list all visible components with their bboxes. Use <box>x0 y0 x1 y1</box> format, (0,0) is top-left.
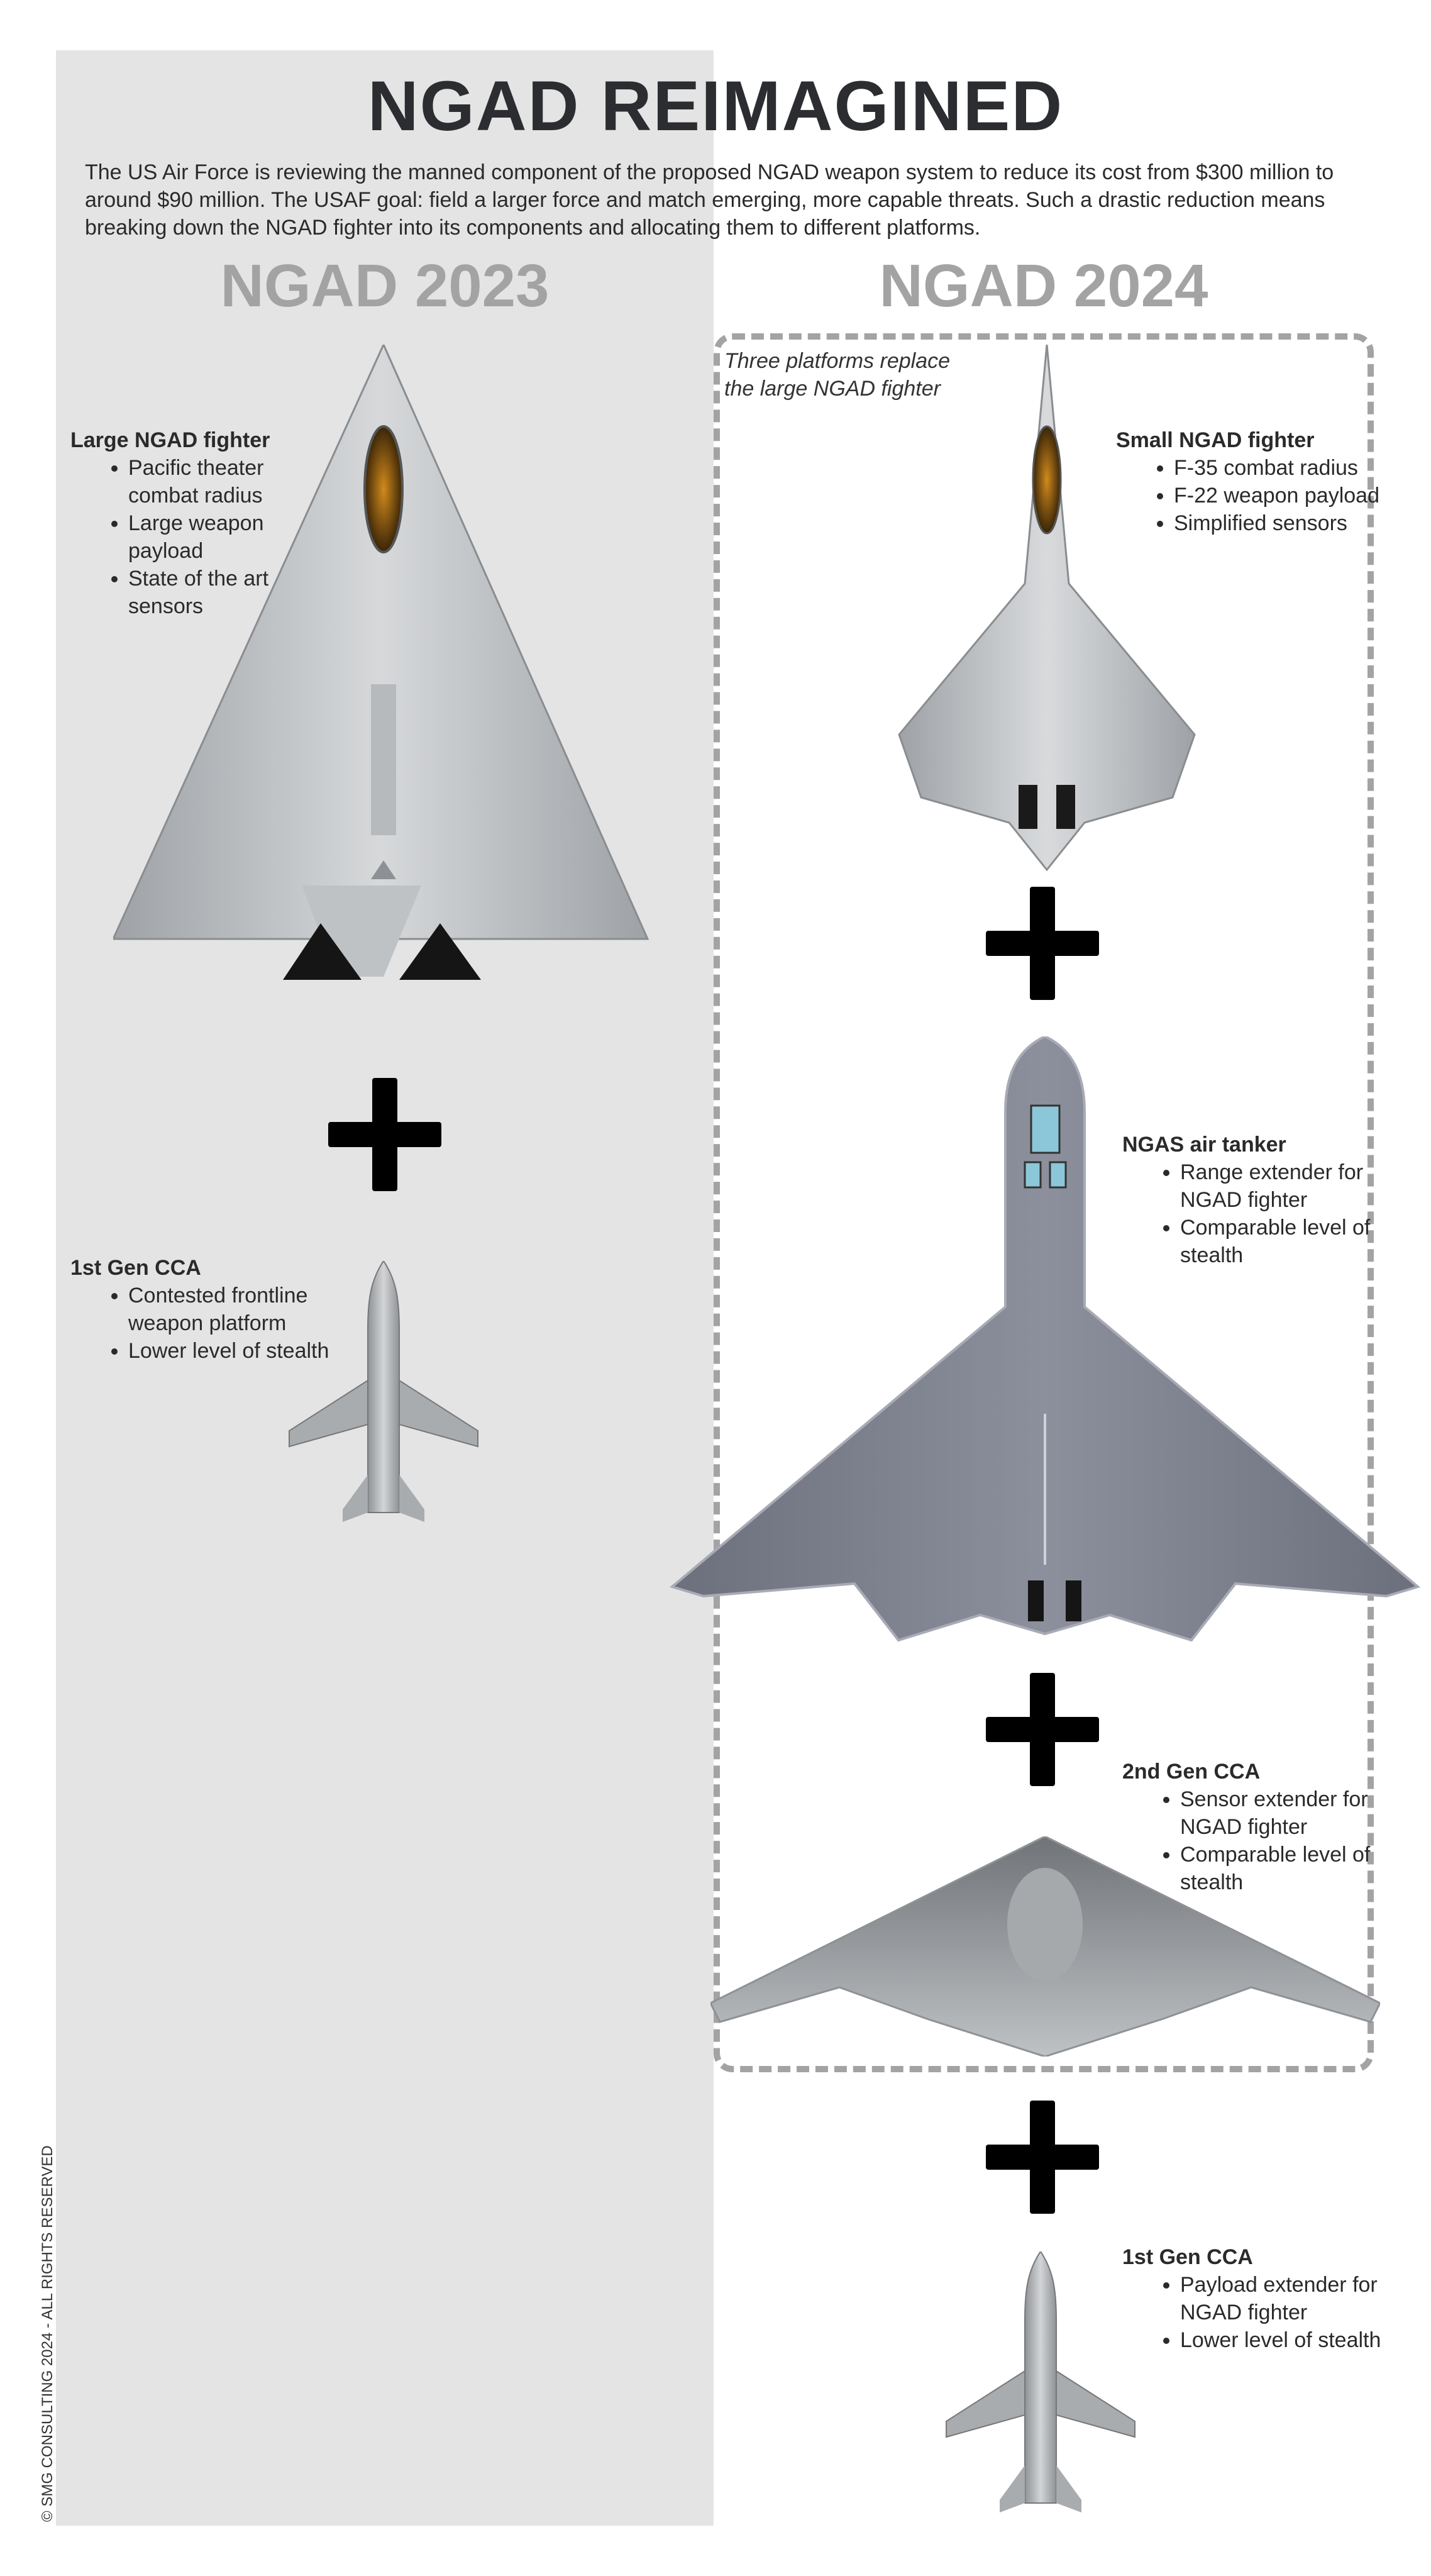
ngas-air-tanker-image <box>670 1036 1421 1642</box>
column-heading-2024: NGAD 2024 <box>879 252 1208 319</box>
spec-bullet-list: Pacific theater combat radius Large weap… <box>70 454 322 620</box>
spec-bullet: Contested frontline weapon platform <box>128 1282 372 1337</box>
spec-bullet: Lower level of stealth <box>128 1337 372 1365</box>
1st-gen-cca-2024-image <box>946 2251 1135 2512</box>
spec-bullet: Sensor extender for NGAD fighter <box>1180 1785 1386 1841</box>
spec-bullet-list: Sensor extender for NGAD fighter Compara… <box>1122 1785 1386 1896</box>
spec-bullet: Comparable level of stealth <box>1180 1214 1386 1269</box>
spec-bullet: Comparable level of stealth <box>1180 1841 1386 1896</box>
spec-heading: Small NGAD fighter <box>1116 428 1315 452</box>
spec-1st-gen-cca-2023: 1st Gen CCA Contested frontline weapon p… <box>70 1254 372 1365</box>
page-title: NGAD REIMAGINED <box>367 67 1064 145</box>
spec-bullet: Lower level of stealth <box>1180 2326 1386 2354</box>
large-ngad-fighter-image <box>113 345 649 980</box>
spec-small-ngad-fighter: Small NGAD fighter F-35 combat radius F-… <box>1116 426 1380 537</box>
column-heading-2023: NGAD 2023 <box>220 252 550 319</box>
spec-heading: Large NGAD fighter <box>70 428 270 452</box>
spec-bullet: F-22 weapon payload <box>1174 482 1380 509</box>
spec-large-ngad-fighter: Large NGAD fighter Pacific theater comba… <box>70 426 322 620</box>
copyright-notice: © SMG CONSULTING 2024 - ALL RIGHTS RESER… <box>39 2145 56 2522</box>
spec-bullet: Pacific theater combat radius <box>128 454 322 509</box>
replacement-note: Three platforms replace the large NGAD f… <box>724 349 951 401</box>
spec-ngas-air-tanker: NGAS air tanker Range extender for NGAD … <box>1122 1131 1386 1269</box>
spec-bullet-list: Range extender for NGAD fighter Comparab… <box>1122 1158 1386 1269</box>
2nd-gen-cca-image <box>710 1836 1380 2057</box>
intro-paragraph: The US Air Force is reviewing the manned… <box>85 160 1334 240</box>
spec-bullet: Simplified sensors <box>1174 509 1380 537</box>
spec-bullet: F-35 combat radius <box>1174 454 1380 482</box>
replacement-platforms-box <box>714 333 1374 2072</box>
spec-bullet-list: Payload extender for NGAD fighter Lower … <box>1122 2271 1386 2354</box>
spec-heading: NGAS air tanker <box>1122 1133 1286 1157</box>
spec-bullet-list: Contested frontline weapon platform Lowe… <box>70 1282 372 1365</box>
spec-heading: 1st Gen CCA <box>70 1256 201 1280</box>
spec-bullet: Range extender for NGAD fighter <box>1180 1158 1386 1214</box>
spec-bullet: Large weapon payload <box>128 509 322 565</box>
spec-bullet: Payload extender for NGAD fighter <box>1180 2271 1386 2326</box>
spec-bullet-list: F-35 combat radius F-22 weapon payload S… <box>1116 454 1380 537</box>
1st-gen-cca-2023-image <box>289 1261 478 1522</box>
spec-heading: 2nd Gen CCA <box>1122 1760 1261 1784</box>
spec-2nd-gen-cca: 2nd Gen CCA Sensor extender for NGAD fig… <box>1122 1758 1386 1896</box>
small-ngad-fighter-image <box>898 345 1196 872</box>
spec-1st-gen-cca-2024: 1st Gen CCA Payload extender for NGAD fi… <box>1122 2243 1386 2354</box>
spec-heading: 1st Gen CCA <box>1122 2245 1253 2269</box>
spec-bullet: State of the art sensors <box>128 565 322 620</box>
